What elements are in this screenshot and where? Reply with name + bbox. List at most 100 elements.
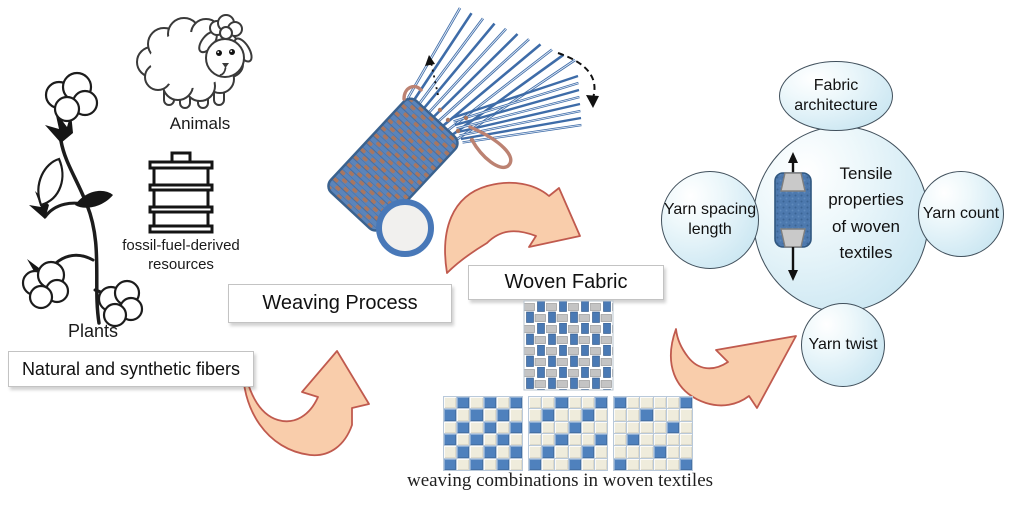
animals-label: Animals	[169, 114, 231, 133]
cotton-boll	[44, 71, 99, 123]
weave-cell-weft	[444, 397, 457, 409]
weave-cell-weft	[470, 397, 483, 409]
loom-icon	[327, 7, 599, 257]
weave-cell-weft	[542, 421, 555, 433]
weave-cell-warp	[483, 421, 496, 433]
yarn-count-bubble: Yarn count	[918, 171, 1004, 257]
weave-cell-weft	[594, 446, 607, 458]
weave-cell-weft	[666, 397, 679, 409]
weave-cell-weft	[653, 433, 666, 446]
weave-cell-weft	[627, 446, 640, 458]
weave-cell-weft	[483, 458, 496, 470]
weave-cell-weft	[627, 397, 640, 409]
weave-cell-weft	[555, 409, 568, 421]
weave-cell-warp	[614, 397, 627, 409]
weave-cell-warp	[581, 409, 594, 421]
weave-cell-weft	[666, 446, 679, 458]
weave-cell-weft	[666, 458, 679, 470]
weave-cell-weft	[509, 458, 522, 470]
weave-cell-weft	[666, 433, 679, 446]
weave-cell-weft	[542, 458, 555, 470]
weave-cell-warp	[509, 397, 522, 409]
weave-cell-weft	[581, 421, 594, 433]
weave-pattern-twill	[528, 396, 608, 471]
weave-cell-warp	[640, 409, 653, 421]
weave-cell-warp	[542, 409, 555, 421]
fabric-architecture-bubble: Fabric architecture	[779, 61, 893, 131]
weave-cell-warp	[666, 421, 679, 433]
weave-cell-weft	[640, 458, 653, 470]
weave-pattern-plain	[443, 396, 523, 471]
weave-cell-weft	[653, 421, 666, 433]
weave-cell-warp	[496, 409, 509, 421]
beam-end	[376, 199, 434, 257]
weave-cell-warp	[627, 433, 640, 446]
tensile-properties-text: Tensile properties of woven textiles	[828, 164, 904, 263]
weave-cell-warp	[483, 446, 496, 458]
weave-cell-weft	[483, 409, 496, 421]
weave-cell-warp	[457, 397, 470, 409]
weave-cell-weft	[568, 446, 581, 458]
weave-cell-weft	[581, 458, 594, 470]
weave-cell-warp	[457, 421, 470, 433]
weave-cell-weft	[555, 458, 568, 470]
oil-drum-icon	[148, 151, 214, 234]
weave-cell-warp	[555, 433, 568, 446]
weave-cell-weft	[542, 397, 555, 409]
weave-cell-warp	[568, 421, 581, 433]
weave-cell-weft	[457, 433, 470, 446]
weave-cell-weft	[594, 458, 607, 470]
weave-cell-weft	[529, 446, 542, 458]
weave-cell-weft	[529, 409, 542, 421]
weave-cell-weft	[542, 433, 555, 446]
weave-cell-weft	[640, 446, 653, 458]
weave-cell-warp	[444, 433, 457, 446]
weave-cell-warp	[679, 397, 692, 409]
weave-cell-weft	[581, 397, 594, 409]
curved-arrow-icon-1	[241, 350, 370, 457]
natural-synthetic-fibers-box: Natural and synthetic fibers	[8, 351, 254, 387]
woven-fabric-roll	[327, 97, 459, 232]
warp-threads	[406, 7, 576, 144]
weave-cell-weft	[627, 409, 640, 421]
weave-cell-weft	[679, 446, 692, 458]
sheep-face	[216, 49, 235, 76]
plants-label: Plants	[67, 321, 119, 341]
weave-cell-weft	[614, 446, 627, 458]
weave-cell-warp	[444, 409, 457, 421]
weave-cell-warp	[509, 421, 522, 433]
weave-cell-warp	[581, 446, 594, 458]
weave-cell-weft	[653, 458, 666, 470]
weave-cell-warp	[653, 446, 666, 458]
weave-cell-weft	[653, 409, 666, 421]
weave-cell-warp	[470, 458, 483, 470]
yarn-spacing-length-bubble: Yarn spacing length	[661, 171, 759, 269]
weave-cell-weft	[444, 446, 457, 458]
weave-cell-weft	[496, 397, 509, 409]
weave-cell-warp	[568, 458, 581, 470]
weave-cell-warp	[444, 458, 457, 470]
weave-cell-weft	[679, 421, 692, 433]
weave-cell-weft	[627, 421, 640, 433]
woven-fabric-swatch	[523, 300, 614, 391]
weave-cell-weft	[614, 409, 627, 421]
weave-cell-weft	[509, 409, 522, 421]
weave-cell-weft	[640, 397, 653, 409]
top-clamp	[780, 172, 806, 192]
weave-cell-weft	[640, 433, 653, 446]
weave-cell-weft	[679, 409, 692, 421]
cotton-plant-icon	[21, 71, 144, 328]
bottom-clamp	[780, 228, 806, 248]
weave-cell-warp	[529, 458, 542, 470]
weave-cell-weft	[457, 409, 470, 421]
weave-cell-warp	[679, 458, 692, 470]
weft-threads	[451, 74, 582, 144]
weave-combinations-caption: weaving combinations in woven textiles	[406, 470, 714, 491]
weave-cell-weft	[614, 421, 627, 433]
weave-cell-warp	[594, 397, 607, 409]
tensile-specimen-icon	[774, 152, 812, 281]
yarn-twist-bubble: Yarn twist	[801, 303, 885, 387]
weave-pattern-satin	[613, 396, 693, 471]
weave-cell-warp	[457, 446, 470, 458]
weave-cell-warp	[496, 433, 509, 446]
